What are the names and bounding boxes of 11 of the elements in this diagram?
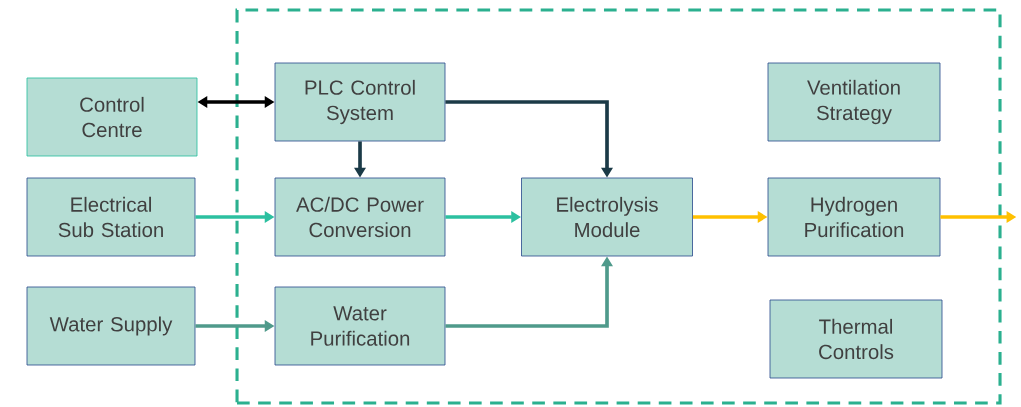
dashed-boundary — [235, 8, 1002, 405]
process-box: Ventilation Strategy — [767, 62, 941, 142]
process-box: Electrolysis Module — [521, 177, 693, 257]
process-box: Hydrogen Purification — [767, 177, 941, 257]
process-box: PLC Control System — [274, 62, 446, 142]
process-box: Water Supply — [26, 286, 196, 366]
process-box: Control Centre — [26, 77, 198, 157]
process-box: Thermal Controls — [769, 299, 943, 379]
process-box: Electrical Sub Station — [26, 177, 196, 257]
process-box: Water Purification — [274, 286, 446, 366]
process-box: AC/DC Power Conversion — [274, 177, 446, 257]
